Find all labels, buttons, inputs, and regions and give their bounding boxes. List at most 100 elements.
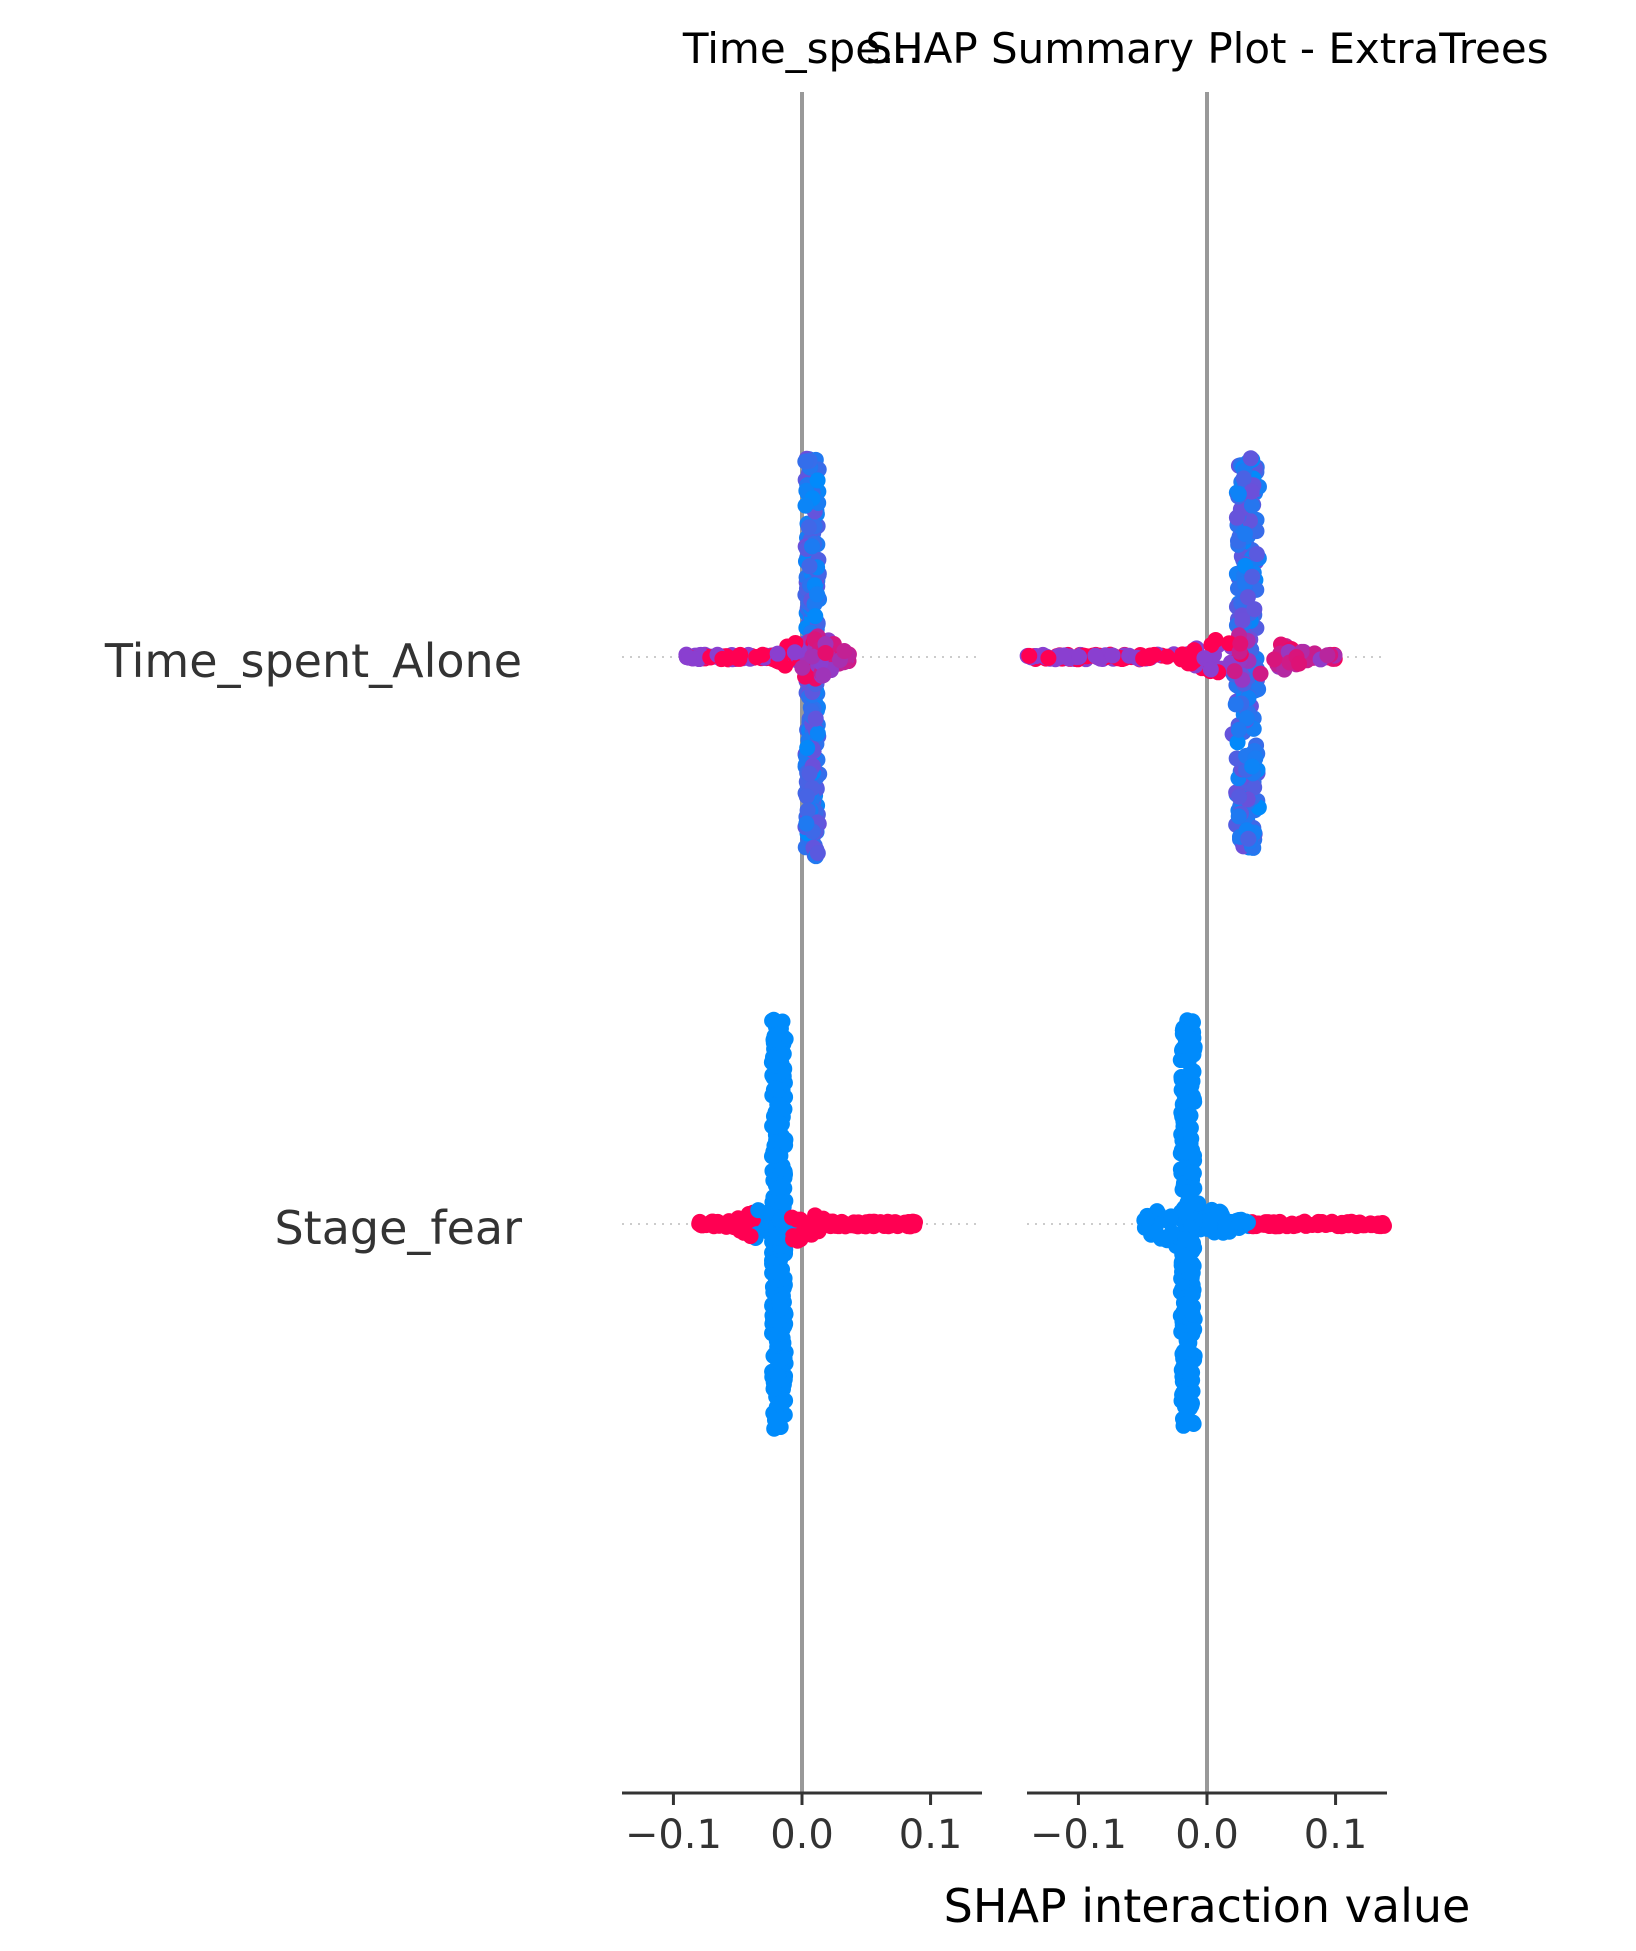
dot	[774, 1194, 791, 1211]
dot	[1242, 450, 1259, 467]
dot	[1177, 650, 1194, 667]
dot	[1175, 1384, 1192, 1401]
dot	[880, 1218, 897, 1235]
x-tick-label-0-0: −0.1	[625, 1812, 722, 1858]
dot	[809, 586, 826, 603]
dot	[1175, 1358, 1192, 1375]
dot	[1231, 788, 1248, 805]
x-tick-label-1-1: 0.0	[1175, 1812, 1239, 1858]
x-tick-label-0-2: 0.1	[899, 1812, 963, 1858]
dot	[1238, 710, 1255, 727]
dot	[1227, 696, 1244, 713]
dot	[765, 1311, 782, 1328]
dot	[1232, 635, 1249, 652]
dot	[1179, 1401, 1196, 1418]
dot	[1159, 648, 1176, 665]
dot	[1184, 1264, 1201, 1281]
dot	[1104, 647, 1121, 664]
dot	[1234, 612, 1251, 629]
dot	[809, 845, 826, 862]
dot	[1178, 1184, 1195, 1201]
dot	[1087, 647, 1104, 664]
dot	[786, 644, 803, 661]
dot	[798, 788, 815, 805]
dot	[714, 650, 731, 667]
dot	[1181, 1094, 1198, 1111]
dot	[1182, 1107, 1199, 1124]
dot	[836, 643, 853, 660]
dot	[1239, 1214, 1256, 1231]
dot	[1291, 655, 1308, 672]
dot	[1185, 1046, 1202, 1063]
dot	[774, 1134, 791, 1151]
dot	[758, 1204, 775, 1221]
feature-label-time-spent-alone: Time_spent_Alone	[104, 634, 522, 688]
dot	[770, 1180, 787, 1197]
dot	[1177, 1231, 1194, 1248]
dot	[1240, 830, 1257, 847]
dot	[1190, 1195, 1207, 1212]
dot	[1182, 1065, 1199, 1082]
dot	[768, 1147, 785, 1164]
dot	[767, 1111, 784, 1128]
dot	[817, 644, 834, 661]
dot	[1202, 661, 1219, 678]
dot	[1228, 509, 1245, 526]
dot	[1138, 1211, 1155, 1228]
dot	[850, 1214, 867, 1231]
dot	[1182, 1119, 1199, 1136]
dot	[804, 538, 821, 555]
dot	[1183, 1216, 1200, 1233]
dot	[783, 1209, 800, 1226]
dot	[815, 667, 832, 684]
dot	[1296, 1213, 1313, 1230]
dot	[1266, 651, 1283, 668]
dot	[1173, 1082, 1190, 1099]
dot	[1186, 1321, 1203, 1338]
dot	[1243, 483, 1260, 500]
dot	[809, 472, 826, 489]
dot	[1163, 1224, 1180, 1241]
dot	[765, 1011, 782, 1028]
dot	[1217, 1219, 1234, 1236]
dot	[1319, 647, 1336, 664]
swarm-0-0	[678, 450, 857, 865]
swarm-0-1	[691, 1011, 924, 1437]
dot	[785, 1231, 802, 1248]
dot	[797, 453, 814, 470]
dot	[1243, 497, 1260, 514]
x-tick-label-1-2: 0.1	[1304, 1812, 1368, 1858]
dot	[1184, 1286, 1201, 1303]
dot	[1246, 601, 1263, 618]
dot	[692, 1217, 709, 1234]
dot	[798, 815, 815, 832]
dot	[1178, 1143, 1195, 1160]
feature-label-stage-fear: Stage_fear	[274, 1201, 522, 1255]
chart-title: SHAP Summary Plot - ExtraTrees	[865, 24, 1548, 73]
dot	[1229, 734, 1246, 751]
dot	[765, 1380, 782, 1397]
dot	[807, 608, 824, 625]
dot	[797, 497, 814, 514]
dot	[801, 558, 818, 575]
dot	[771, 1211, 788, 1228]
dot	[1183, 1164, 1200, 1181]
dot	[1230, 808, 1247, 825]
dot	[807, 710, 824, 727]
dot	[1071, 648, 1088, 665]
x-axis-label: SHAP interaction value	[944, 1879, 1471, 1933]
dot	[720, 1213, 737, 1230]
dot	[766, 1412, 783, 1429]
dot	[769, 1264, 786, 1281]
dot	[1374, 1214, 1391, 1231]
dot	[1040, 650, 1057, 667]
dot	[742, 1228, 759, 1245]
dot	[771, 1292, 788, 1309]
dot	[1146, 646, 1163, 663]
dot	[1230, 721, 1247, 738]
dot	[801, 765, 818, 782]
dot	[896, 1216, 913, 1233]
dot	[729, 650, 746, 667]
panel-title-left: Time_spe...	[682, 24, 921, 73]
